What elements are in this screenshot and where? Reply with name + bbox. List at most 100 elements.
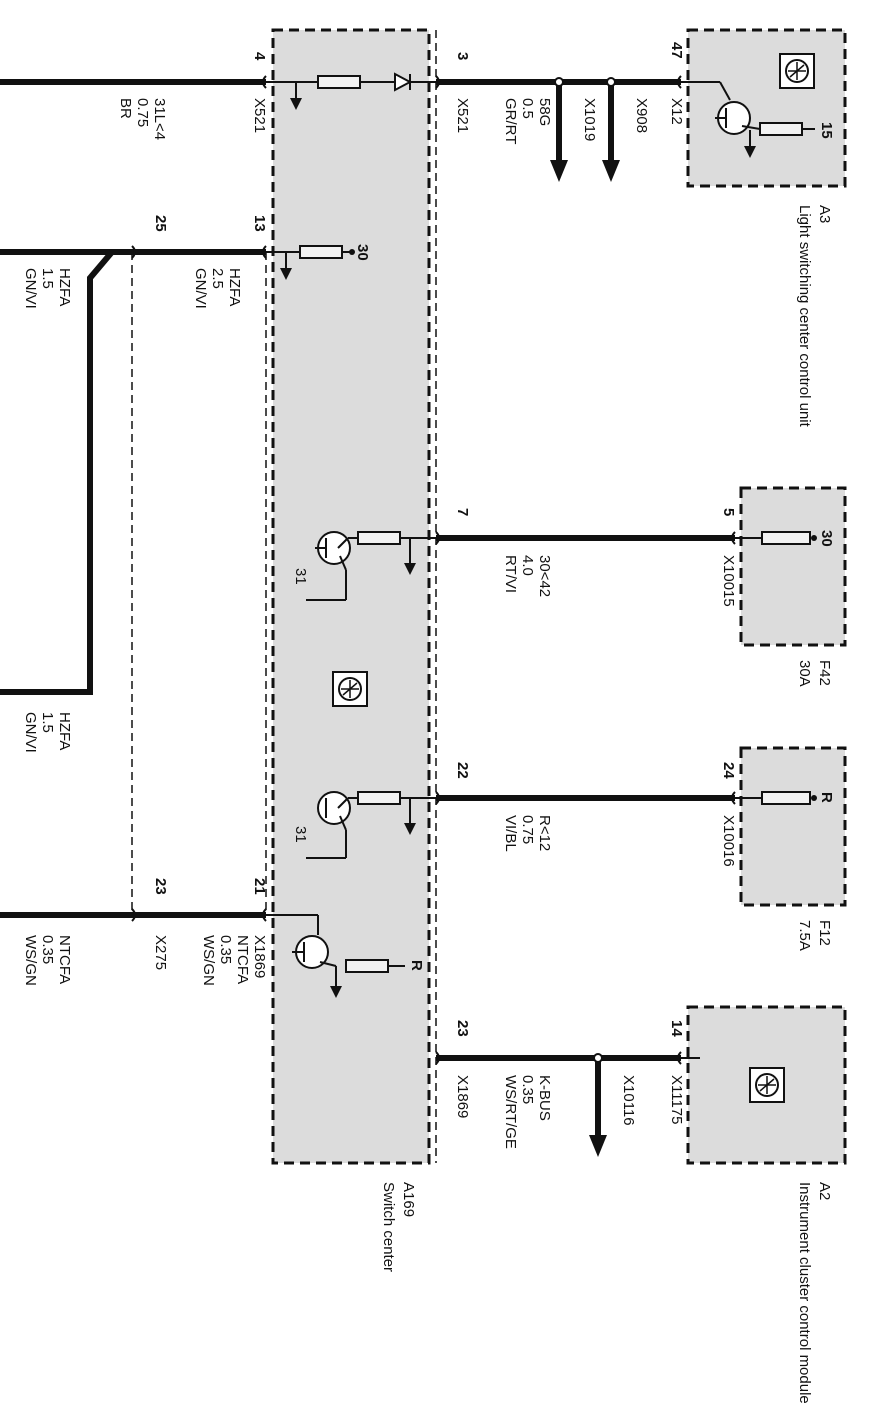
- wire-label-30-42: 30<42 4.0 RT/VI: [502, 555, 553, 597]
- svg-text:1.5: 1.5: [39, 712, 56, 733]
- f12-rating: 7.5A: [796, 920, 813, 951]
- svg-text:R<12: R<12: [536, 815, 553, 851]
- f12-fuse-box: [739, 746, 847, 907]
- svg-text:4.0: 4.0: [519, 555, 536, 576]
- svg-text:VI/BL: VI/BL: [502, 815, 519, 852]
- a169-led-circuit: [266, 72, 436, 110]
- pin-14: 14: [668, 1020, 685, 1037]
- svg-text:0.35: 0.35: [39, 935, 56, 964]
- svg-text:GN/VI: GN/VI: [22, 268, 39, 309]
- svg-text:30<42: 30<42: [536, 555, 553, 597]
- pin-7: 7: [454, 508, 471, 516]
- wire-label-kbus: K-BUS 0.35 WS/RT/GE: [502, 1075, 553, 1149]
- connector-marks: [131, 75, 736, 1065]
- pin-22: 22: [454, 762, 471, 779]
- a3-name: Light switching center control unit: [796, 205, 813, 428]
- svg-text:0.5: 0.5: [519, 98, 536, 119]
- wire-label-ntcfa-b: NTCFA 0.35 WS/GN: [22, 935, 73, 986]
- pin-47: 47: [668, 42, 685, 59]
- svg-text:31L<4: 31L<4: [151, 98, 168, 140]
- a169-name: Switch center: [380, 1182, 397, 1272]
- wire-label-58g: 58G 0.5 GR/RT: [502, 98, 553, 144]
- a169-transistor-circuit-7: [306, 531, 436, 601]
- a169-hzfa-circuit: [266, 245, 355, 280]
- splice-dot: [593, 1053, 603, 1063]
- pin-13: 13: [251, 215, 268, 232]
- wire-label-ntcfa-a: NTCFA 0.35 WS/GN: [200, 935, 251, 986]
- pin-5: 5: [720, 508, 737, 516]
- connector-x10015: X10015: [720, 555, 737, 607]
- svg-text:0.35: 0.35: [519, 1075, 536, 1104]
- svg-text:GN/VI: GN/VI: [192, 268, 209, 309]
- a2-name: Instrument cluster control module: [796, 1182, 813, 1404]
- svg-text:NTCFA: NTCFA: [56, 935, 73, 984]
- f12-id: F12: [816, 920, 833, 946]
- pin-23-x1869: 23: [454, 1020, 471, 1037]
- svg-text:WS/GN: WS/GN: [22, 935, 39, 986]
- a169-control-unit-icon: [332, 671, 368, 707]
- svg-text:K-BUS: K-BUS: [536, 1075, 553, 1121]
- a2-control-unit-icon: [749, 1067, 785, 1103]
- splice-dot: [606, 77, 616, 87]
- pin-3: 3: [454, 52, 471, 60]
- svg-text:HZFA: HZFA: [226, 268, 243, 306]
- a3-id: A3: [816, 205, 833, 223]
- svg-text:WS/GN: WS/GN: [200, 935, 217, 986]
- terminal-30-fuse: 30: [818, 530, 835, 547]
- connector-x1869-a: X1869: [251, 935, 268, 978]
- x1019-arrow-icon: [550, 160, 568, 182]
- wire-hzfa-c: [0, 250, 115, 695]
- svg-text:2.5: 2.5: [209, 268, 226, 289]
- f42-rating: 30A: [796, 660, 813, 687]
- svg-text:58G: 58G: [536, 98, 553, 126]
- svg-text:GN/VI: GN/VI: [22, 712, 39, 753]
- f42-fuse-icon: [735, 531, 817, 545]
- svg-text:BR: BR: [117, 98, 134, 119]
- wire-label-r12: R<12 0.75 VI/BL: [502, 815, 553, 852]
- f42-id: F42: [816, 660, 833, 686]
- connector-x1019: X1019: [581, 98, 598, 141]
- a3-internal-circuit: [681, 81, 815, 158]
- connector-x11175: X11175: [668, 1075, 685, 1125]
- terminal-31-b: 31: [292, 826, 309, 843]
- pin-25: 25: [152, 215, 169, 232]
- connector-x10116: X10116: [620, 1075, 637, 1126]
- connector-x275: X275: [152, 935, 169, 970]
- svg-text:NTCFA: NTCFA: [234, 935, 251, 984]
- connector-x1869-b: X1869: [454, 1075, 471, 1118]
- svg-text:WS/RT/GE: WS/RT/GE: [502, 1075, 519, 1149]
- x908-arrow-icon: [602, 160, 620, 182]
- a169-transistor-circuit-21: [266, 914, 405, 998]
- connector-x521-b: X521: [454, 98, 471, 133]
- wire-label-hzfa-a: HZFA 2.5 GN/VI: [192, 268, 243, 309]
- terminal-r-fuse: R: [818, 792, 835, 803]
- svg-text:0.35: 0.35: [217, 935, 234, 964]
- connector-x521-a: X521: [251, 98, 268, 133]
- terminal-r-inner: R: [408, 960, 425, 971]
- terminal-15: 15: [818, 122, 835, 139]
- pin-23-x275: 23: [152, 878, 169, 895]
- svg-text:0.75: 0.75: [134, 98, 151, 127]
- splice-dot: [554, 77, 564, 87]
- wire-label-hzfa-b: HZFA 1.5 GN/VI: [22, 268, 73, 309]
- svg-text:0.75: 0.75: [519, 815, 536, 844]
- f12-fuse-icon: [735, 791, 817, 805]
- svg-text:HZFA: HZFA: [56, 268, 73, 306]
- terminal-31-a: 31: [292, 568, 309, 585]
- x10116-arrow-icon: [589, 1135, 607, 1157]
- pin-24: 24: [720, 762, 737, 779]
- svg-text:RT/VI: RT/VI: [502, 555, 519, 593]
- f42-fuse-box: [739, 486, 847, 647]
- pin-4: 4: [251, 52, 268, 61]
- svg-text:HZFA: HZFA: [56, 712, 73, 750]
- a169-transistor-circuit-22: [306, 791, 436, 859]
- wire-label-31l4: 31L<4 0.75 BR: [117, 98, 168, 140]
- a3-light-switching-box: [686, 28, 847, 188]
- a3-control-unit-icon: [779, 53, 815, 89]
- connector-x908: X908: [633, 98, 650, 133]
- svg-text:1.5: 1.5: [39, 268, 56, 289]
- connector-x10016: X10016: [720, 815, 737, 867]
- pin-21: 21: [251, 878, 268, 895]
